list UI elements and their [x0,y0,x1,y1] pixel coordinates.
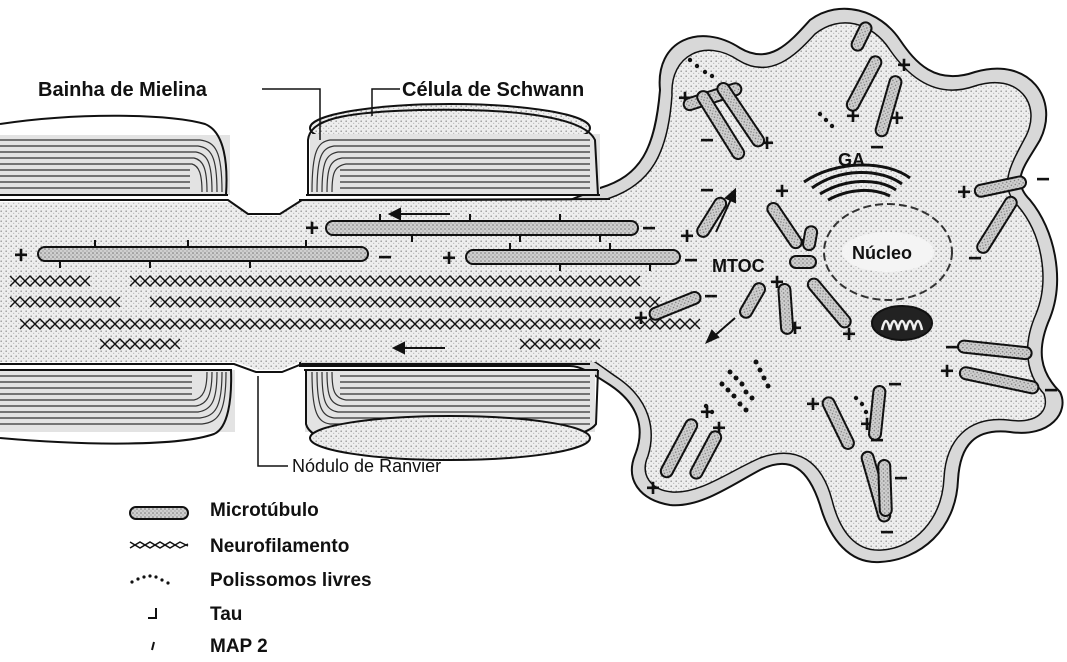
svg-text:−: − [642,215,656,242]
svg-text:−: − [704,283,718,310]
axon-microtubule [466,250,680,264]
svg-text:−: − [1044,377,1058,404]
svg-text:−: − [684,247,698,274]
microtubule-icon [130,507,188,519]
svg-text:−: − [700,177,714,204]
svg-text:+: + [14,242,28,269]
myelin-sheath-bottom-left [0,370,235,444]
map2-icon [152,642,154,650]
tau-icon [148,608,156,618]
svg-text:−: − [1036,166,1050,193]
myelin-sheath-bottom-right [304,370,598,460]
mitochondrion [872,306,932,340]
svg-text:+: + [806,391,820,418]
svg-text:−: − [870,134,884,161]
svg-text:+: + [634,305,648,332]
axon-microtubule [38,247,368,261]
legend-tau-label: Tau [210,604,242,626]
nucleus-label: Núcleo [852,243,912,263]
myelin-sheath-top-left [0,116,230,195]
myelin-sheath-label: Bainha de Mielina [38,79,208,101]
svg-text:+: + [680,223,694,250]
svg-text:−: − [880,519,894,546]
myelin-sheath-top-right [306,104,600,195]
axon-microtubule [326,221,638,235]
svg-text:−: − [945,334,959,361]
svg-text:−: − [378,244,392,271]
svg-text:+: + [305,215,319,242]
golgi-label: GA [838,150,865,170]
svg-text:+: + [897,52,911,79]
ranvier-node-label: Nódulo de Ranvier [292,456,441,476]
svg-text:+: + [775,178,789,205]
svg-text:+: + [646,475,660,502]
legend-map2-label: MAP 2 [210,636,268,658]
legend-polysomes-label: Polissomos livres [210,570,372,592]
schwann-cell-label: Célula de Schwann [402,79,584,101]
neurofilament-icon [130,542,188,548]
mtoc-label: MTOC [712,256,765,276]
svg-text:+: + [940,358,954,385]
legend [130,507,188,650]
svg-text:−: − [700,127,714,154]
legend-microtubule-label: Microtúbulo [210,500,319,522]
legend-neurofilament-label: Neurofilamento [210,536,349,558]
svg-text:+: + [442,245,456,272]
svg-text:−: − [888,371,902,398]
svg-text:+: + [957,179,971,206]
polysome-icon [130,574,169,584]
svg-text:−: − [894,465,908,492]
